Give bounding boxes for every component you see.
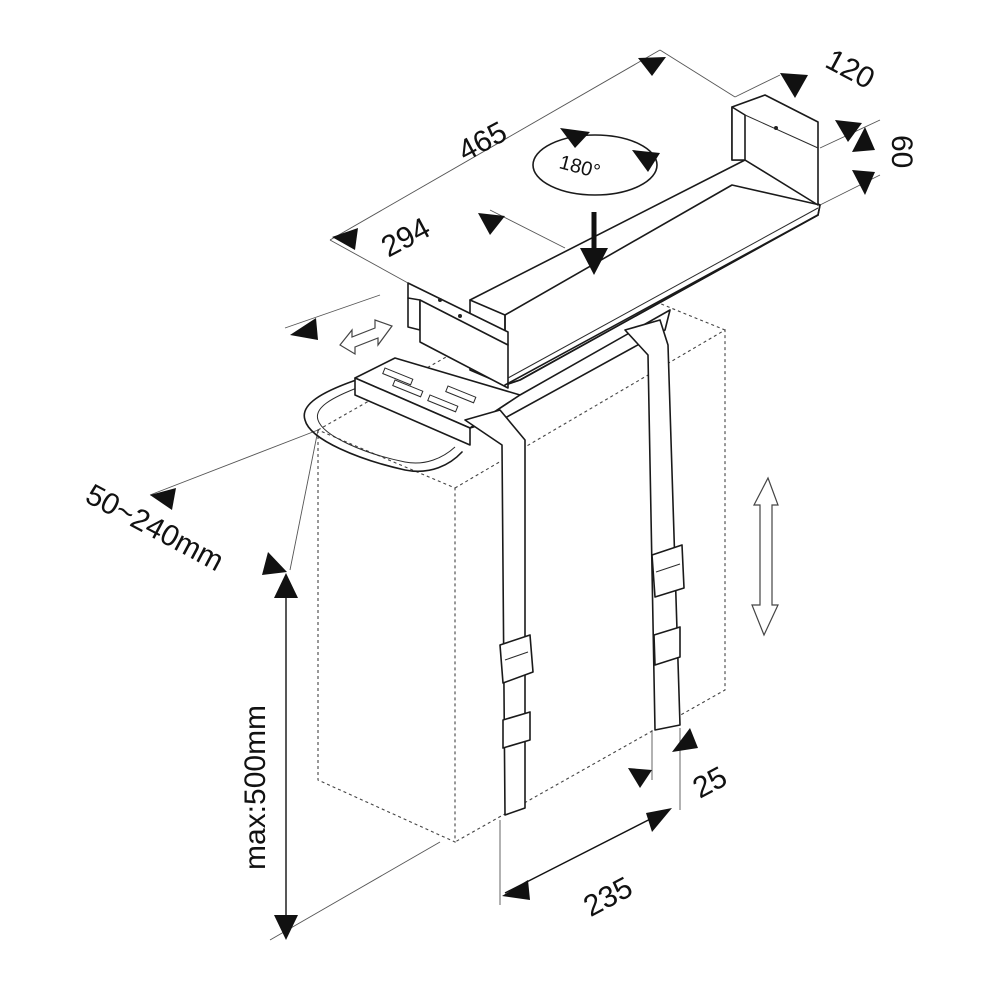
dim-60-arrow-bottom-icon xyxy=(852,170,875,195)
height-adjust-arrow-icon xyxy=(751,476,779,637)
mount-direction-arrow-icon xyxy=(580,212,608,275)
rotation-label: 180° xyxy=(557,151,603,183)
dim-rail-arrow-start-icon xyxy=(290,318,318,340)
dim-25-label: 25 xyxy=(688,760,733,805)
dim-294-label: 294 xyxy=(376,211,436,264)
strap-left xyxy=(464,409,534,816)
dim-60-arrow-top-icon xyxy=(852,127,875,152)
dim-25-arrow-end-icon xyxy=(672,728,698,752)
slide-adjust-arrow-icon xyxy=(339,319,393,356)
rotation-ellipse xyxy=(532,134,658,196)
desk-mount-bracket xyxy=(407,94,821,389)
dim-235-label: 235 xyxy=(578,871,638,924)
dim-294-arrow-start-icon xyxy=(332,228,358,250)
dim-width-arrow-end-icon xyxy=(262,552,287,575)
dim-max-height-label: max:500mm xyxy=(239,705,272,870)
dim-height-arrow-bottom-icon xyxy=(274,915,298,940)
dim-235-arrow-start-icon xyxy=(502,880,530,900)
dim-25-arrow-start-icon xyxy=(628,768,652,788)
dim-294-arrow-end-icon xyxy=(478,213,505,235)
dim-465-arrow-end-icon xyxy=(638,57,666,76)
dimension-arrows xyxy=(150,57,875,940)
sliding-bracket xyxy=(303,309,671,473)
rotation-arrow-left-icon xyxy=(560,128,590,148)
rotation-indicator: 180° xyxy=(532,128,660,196)
dim-height-arrow-top-icon xyxy=(274,573,298,598)
strap-right xyxy=(624,319,685,731)
dim-120-arrow-start-icon xyxy=(780,73,808,98)
rotation-arrow-right-icon xyxy=(632,150,660,172)
dim-120-label: 120 xyxy=(820,43,880,96)
dim-235-arrow-end-icon xyxy=(646,808,672,832)
dim-465-label: 465 xyxy=(453,116,513,169)
dim-width-arrow-start-icon xyxy=(150,488,176,510)
dim-120-arrow-end-icon xyxy=(835,120,862,142)
dim-60-label: 60 xyxy=(885,135,918,168)
